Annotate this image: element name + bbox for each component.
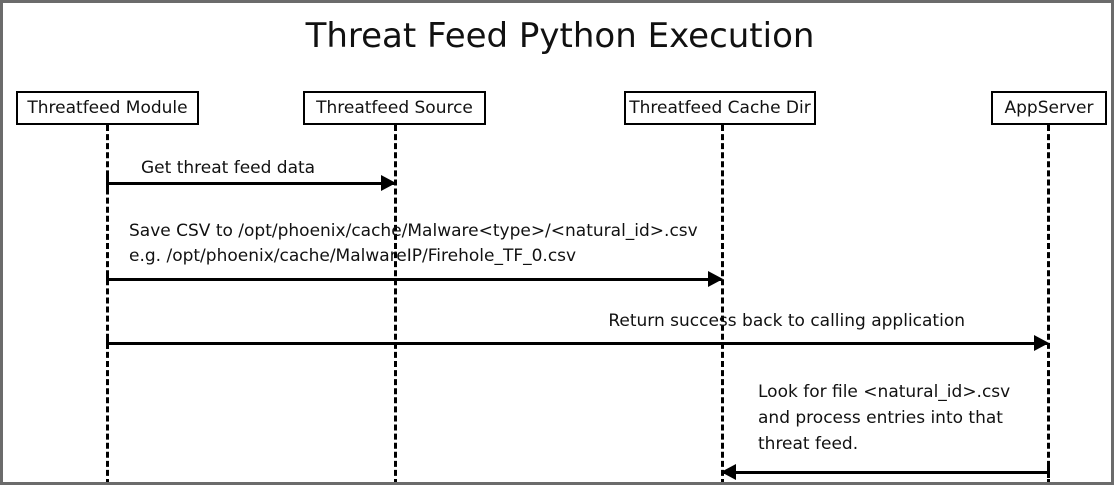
message-label-look-for-file-line1: Look for file <natural_id>.csv bbox=[758, 382, 1011, 402]
lifeline-threatfeed-source bbox=[394, 125, 397, 482]
arrowhead-right-icon-3 bbox=[1034, 335, 1049, 351]
message-arrow-look-for-file bbox=[721, 471, 1047, 474]
arrowhead-left-icon-4 bbox=[721, 464, 736, 480]
message-label-save-csv-line1: Save CSV to /opt/phoenix/cache/Malware<t… bbox=[129, 221, 698, 241]
participant-box-threatfeed-cache-dir[interactable]: Threatfeed Cache Dir bbox=[624, 91, 816, 125]
lifeline-appserver bbox=[1047, 125, 1050, 482]
message-label-look-for-file-line3: threat feed. bbox=[758, 434, 859, 454]
participant-box-threatfeed-module[interactable]: Threatfeed Module bbox=[16, 91, 199, 125]
participant-label-appserver: AppServer bbox=[1004, 97, 1094, 118]
message-source-cap-4 bbox=[1047, 465, 1050, 478]
message-arrow-return-success bbox=[106, 342, 1047, 345]
message-label-look-for-file-line2: and process entries into that bbox=[758, 408, 1003, 428]
lifeline-threatfeed-module bbox=[106, 125, 109, 482]
message-label-get-threat-feed-data: Get threat feed data bbox=[141, 158, 316, 178]
message-arrow-save-csv bbox=[106, 278, 721, 281]
participant-label-threatfeed-module: Threatfeed Module bbox=[27, 97, 188, 118]
arrowhead-right-icon-2 bbox=[708, 271, 723, 287]
lifeline-threatfeed-cache-dir bbox=[721, 125, 724, 482]
message-label-return-success: Return success back to calling applicati… bbox=[608, 311, 965, 331]
message-label-save-csv-line2: e.g. /opt/phoenix/cache/MalwareIP/Fireho… bbox=[129, 246, 577, 266]
message-arrow-get-threat-feed-data bbox=[106, 182, 394, 185]
participant-box-threatfeed-source[interactable]: Threatfeed Source bbox=[303, 91, 486, 125]
participant-label-threatfeed-source: Threatfeed Source bbox=[316, 97, 473, 118]
page-title: Threat Feed Python Execution bbox=[305, 16, 815, 56]
arrowhead-right-icon-1 bbox=[381, 175, 396, 191]
participant-label-threatfeed-cache-dir: Threatfeed Cache Dir bbox=[629, 97, 811, 118]
participant-box-appserver[interactable]: AppServer bbox=[991, 91, 1107, 125]
